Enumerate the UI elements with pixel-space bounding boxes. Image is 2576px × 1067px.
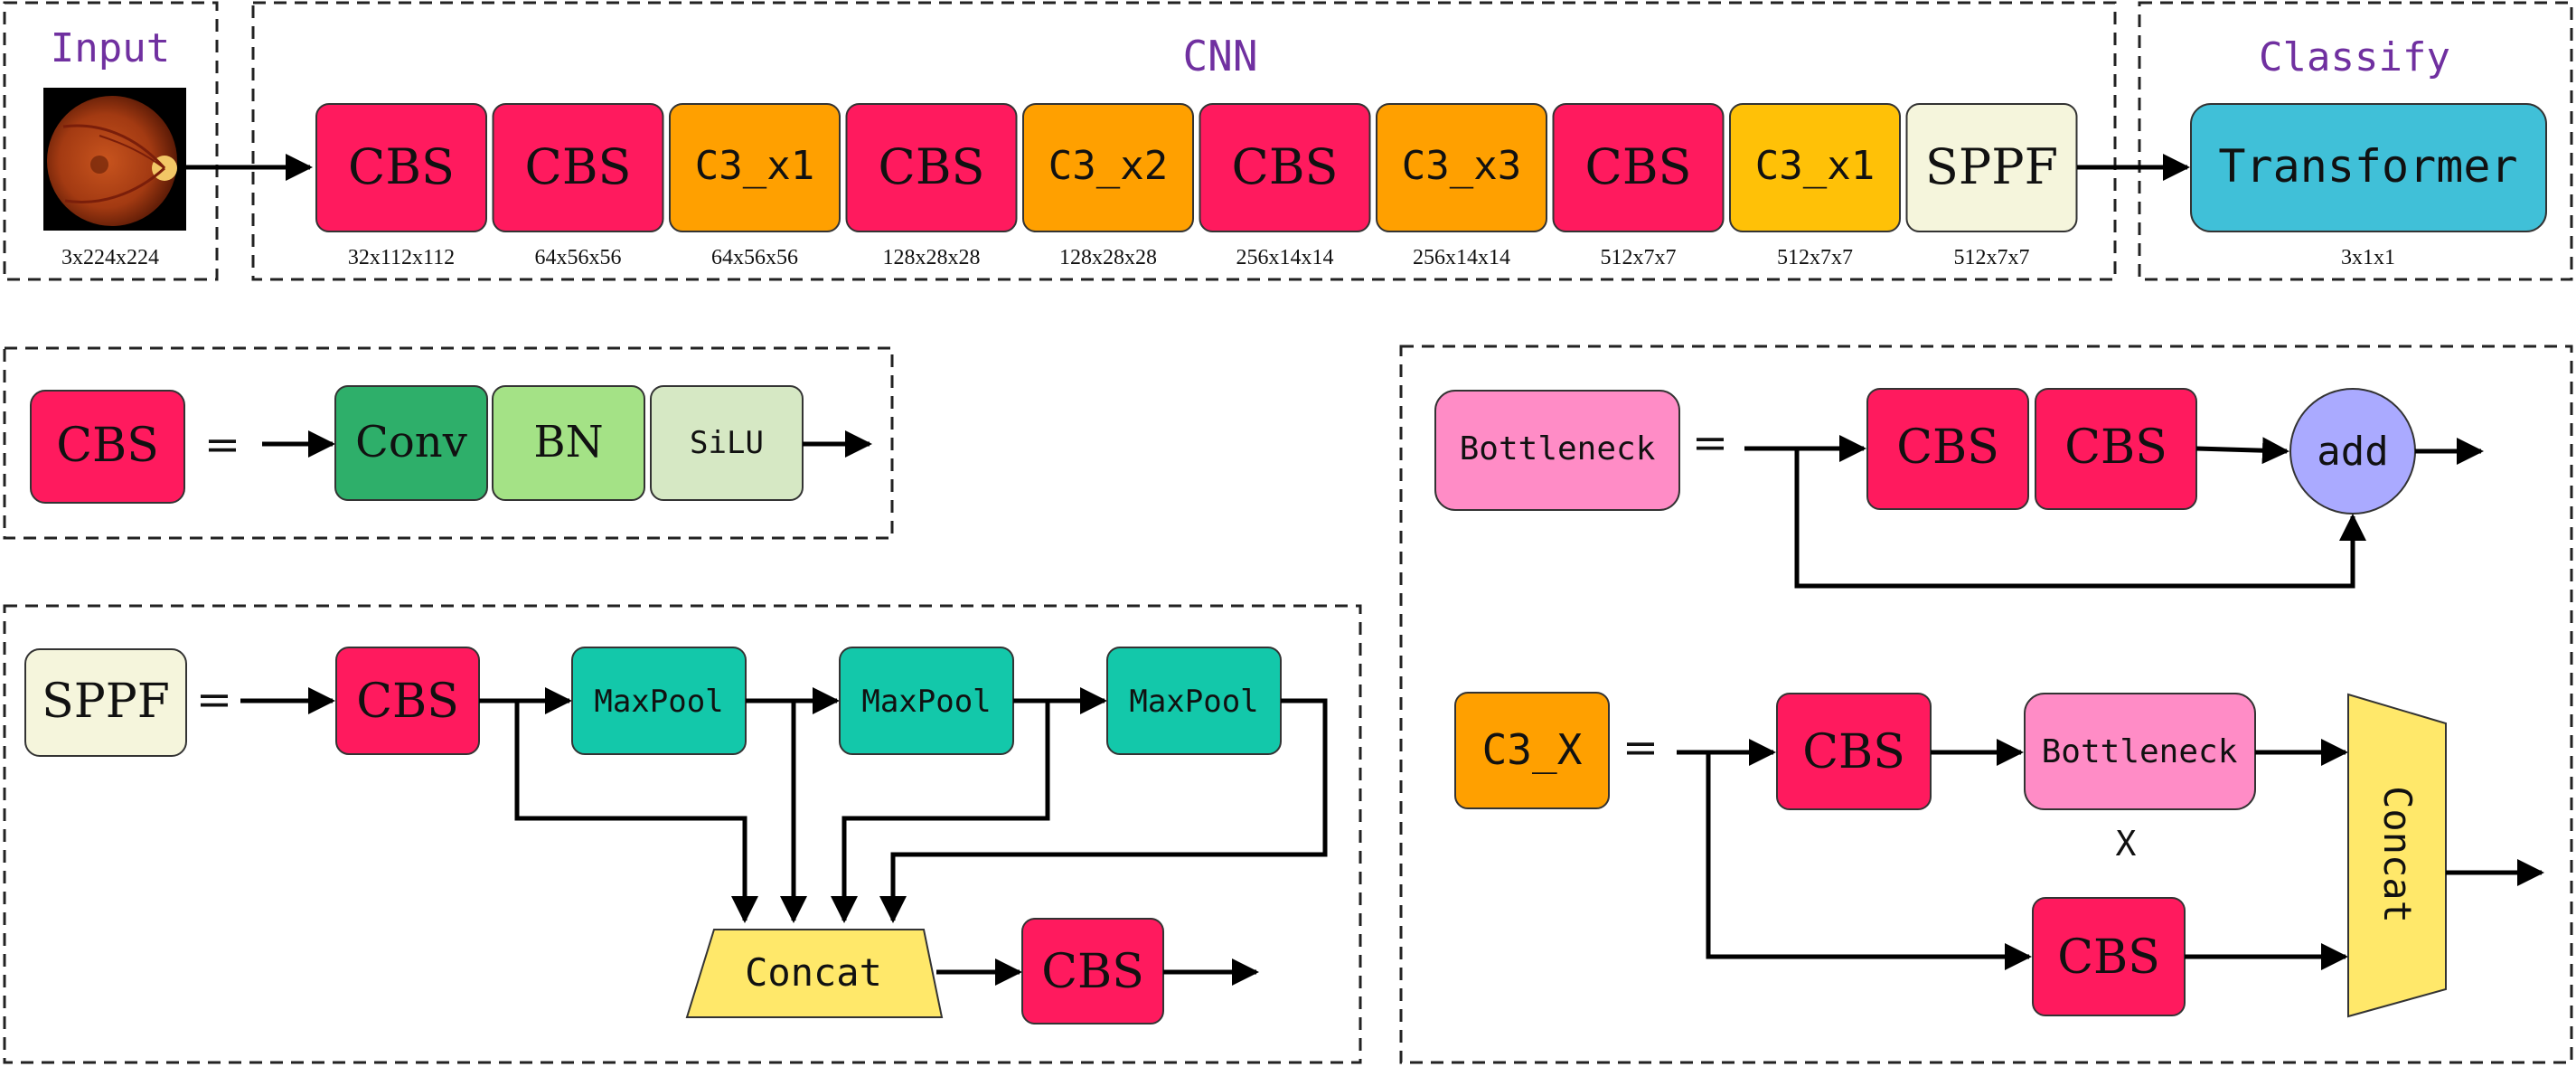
bn-label: BN xyxy=(533,417,603,467)
pipeline-block-dim-2: 64x56x56 xyxy=(535,246,622,269)
sppf-def-name: SPPF xyxy=(42,675,170,729)
pipeline-block-2 xyxy=(492,103,664,232)
pipeline-block-label-8: CBS xyxy=(1585,138,1692,195)
pipeline-block-label-6: CBS xyxy=(1232,138,1339,195)
bn-block xyxy=(492,385,645,501)
pipeline-block-9 xyxy=(1729,103,1901,232)
conv-block xyxy=(334,385,488,501)
classify-frame xyxy=(2138,1,2573,281)
pipeline-block-label-4: CBS xyxy=(879,138,985,195)
sppf-cbs-out-label: CBS xyxy=(1041,945,1144,999)
pipeline-block-6 xyxy=(1199,103,1371,232)
bottleneck-skip-connection xyxy=(1794,449,2366,589)
c3-def-name: C3_X xyxy=(1482,725,1583,774)
pipeline-block-4 xyxy=(845,103,1018,232)
sppf-def-equals: = xyxy=(196,675,232,725)
transformer-label: Transformer xyxy=(2218,140,2517,193)
c3-bottleneck-label: Bottleneck xyxy=(2042,733,2238,770)
pipeline-block-7 xyxy=(1376,103,1547,232)
bottleneck-cbs-block-1 xyxy=(1866,388,2029,510)
c3-cbs-top-label: CBS xyxy=(1802,725,1905,779)
pipeline-block-label-9: C3_x1 xyxy=(1755,143,1875,189)
bottleneck-def-name: Bottleneck xyxy=(1460,430,1656,467)
cnn-frame xyxy=(251,1,2117,281)
pipeline-block-dim-1: 32x112x112 xyxy=(348,246,455,269)
bottleneck-c3-frame xyxy=(1399,345,2573,1064)
cbs-def-equals: = xyxy=(204,420,240,470)
c3-concat-block xyxy=(2347,693,2447,1018)
pipeline-block-dim-10: 512x7x7 xyxy=(1954,246,2030,269)
pipeline-block-5 xyxy=(1022,103,1194,232)
pipeline-block-label-5: C3_x2 xyxy=(1048,143,1168,189)
pipeline-block-1 xyxy=(315,103,487,232)
pipeline-block-3 xyxy=(669,103,841,232)
transformer-block xyxy=(2190,103,2547,232)
cnn-pipeline: CBS 32x112x112 CBS 64x56x56 C3_x1 64x56x56 CBS… xyxy=(315,103,2078,269)
input-frame xyxy=(3,1,219,281)
pipeline-block-label-2: CBS xyxy=(525,138,632,195)
c3-cbs-bottom-label: CBS xyxy=(2057,930,2160,985)
pipeline-block-label-7: C3_x3 xyxy=(1402,143,1521,189)
sppf-concat-block xyxy=(685,929,944,1018)
pipeline-block-label-10: SPPF xyxy=(1925,138,2058,195)
pipeline-block-dim-4: 128x28x28 xyxy=(883,246,981,269)
pipeline-block-dim-7: 256x14x14 xyxy=(1413,246,1510,269)
silu-label: SiLU xyxy=(690,425,764,461)
pipeline-block-10 xyxy=(1905,103,2078,232)
conv-label: Conv xyxy=(355,417,467,467)
pipeline-block-dim-6: 256x14x14 xyxy=(1236,246,1334,269)
cbs-def-name: CBS xyxy=(56,419,159,473)
sppf-branch-pool2 xyxy=(831,701,1050,923)
c3-lower-branch xyxy=(1706,752,2032,970)
c3-def-equals: = xyxy=(1622,722,1659,773)
pipeline-block-label-1: CBS xyxy=(348,138,455,195)
input-caption: 3x224x224 xyxy=(61,246,159,269)
arrow-cbs-to-add xyxy=(2195,437,2289,465)
sppf-branch-pool3 xyxy=(879,698,1328,923)
maxpool-label-3: MaxPool xyxy=(1129,684,1258,720)
cbs-def-name-block xyxy=(30,390,185,504)
sppf-cbs-label: CBS xyxy=(356,675,459,729)
sppf-def-frame xyxy=(3,604,1362,1064)
transformer-dim: 3x1x1 xyxy=(2341,246,2395,269)
pipeline-block-dim-8: 512x7x7 xyxy=(1601,246,1677,269)
pipeline-block-label-3: C3_x1 xyxy=(695,143,814,189)
classify-section-title: Classify xyxy=(2259,34,2450,80)
pipeline-block-dim-3: 64x56x56 xyxy=(711,246,798,269)
sppf-def-name-block xyxy=(24,648,187,757)
sppf-concat-label: Concat xyxy=(745,950,882,995)
bottleneck-def-equals: = xyxy=(1692,418,1728,468)
bottleneck-cbs-label-1: CBS xyxy=(1896,420,1999,475)
sppf-branch-cbs xyxy=(514,701,758,923)
cbs-def-frame xyxy=(3,346,894,540)
c3-def-name-block xyxy=(1454,692,1610,809)
pipeline-block-dim-9: 512x7x7 xyxy=(1777,246,1853,269)
add-label: add xyxy=(2317,429,2388,475)
retina-fundus-image xyxy=(43,88,186,231)
pipeline-block-8 xyxy=(1552,103,1725,232)
cnn-section-title: CNN xyxy=(1182,32,1257,80)
c3-repeat-label: X xyxy=(2116,824,2137,864)
maxpool-label-2: MaxPool xyxy=(861,684,991,720)
pipeline-block-dim-5: 128x28x28 xyxy=(1059,246,1157,269)
bottleneck-def-name-block xyxy=(1434,390,1680,511)
maxpool-label-1: MaxPool xyxy=(594,684,723,720)
bottleneck-cbs-label-2: CBS xyxy=(2064,420,2167,475)
input-section-title: Input xyxy=(51,25,170,71)
c3-concat-label: Concat xyxy=(2375,786,2420,923)
